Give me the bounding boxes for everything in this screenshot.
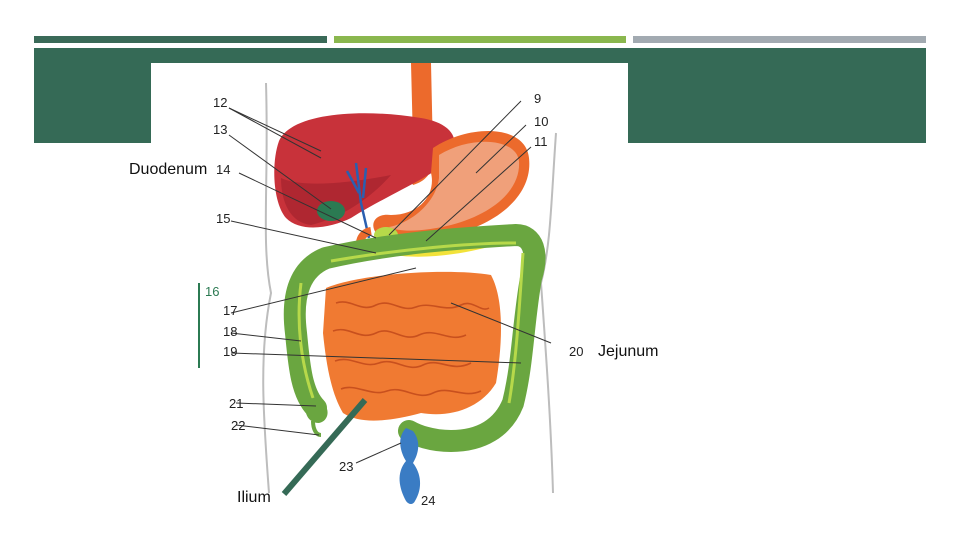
- number-15: 15: [216, 211, 230, 226]
- number-13: 13: [213, 122, 227, 137]
- body-outline-left: [262, 82, 273, 494]
- rectum: [399, 428, 421, 504]
- jejunum-label: Jejunum: [598, 343, 659, 360]
- number-23: 23: [339, 459, 353, 474]
- diagram-numbers: 12 13 14 15 9 10 11 16 17 18 19 20 21 22…: [205, 91, 583, 508]
- number-21: 21: [229, 396, 243, 411]
- appendix: [311, 420, 322, 437]
- number-14: 14: [216, 162, 230, 177]
- digestive-system-diagram: 12 13 14 15 9 10 11 16 17 18 19 20 21 22…: [151, 63, 628, 508]
- colon-band: [297, 241, 525, 404]
- duodenum-label: Duodenum: [129, 161, 208, 178]
- number-19: 19: [223, 344, 237, 359]
- small-intestine-coils: [332, 301, 490, 397]
- number-20: 20: [569, 344, 583, 359]
- bile-duct: [345, 162, 371, 239]
- digestive-system-illustration: 12 13 14 15 9 10 11 16 17 18 19 20 21 22…: [198, 63, 583, 508]
- number-22: 22: [231, 418, 245, 433]
- number-11: 11: [534, 134, 548, 149]
- number-18: 18: [223, 324, 237, 339]
- top-accent-bar-gray: [633, 36, 926, 43]
- number-16: 16: [205, 284, 219, 299]
- number-9: 9: [534, 91, 541, 106]
- number-12: 12: [213, 95, 227, 110]
- gallbladder: [317, 201, 345, 221]
- top-accent-bar-dark: [34, 36, 327, 43]
- colon: [283, 223, 546, 453]
- number-24: 24: [421, 493, 435, 508]
- number-10: 10: [534, 114, 548, 129]
- leader-lines: [228, 100, 552, 464]
- ilium-label: Ilium: [237, 489, 271, 506]
- cecum: [305, 398, 328, 423]
- small-intestine: [323, 271, 501, 421]
- top-accent-bar-lime: [334, 36, 626, 43]
- number-17: 17: [223, 303, 237, 318]
- stomach-inner: [389, 141, 520, 231]
